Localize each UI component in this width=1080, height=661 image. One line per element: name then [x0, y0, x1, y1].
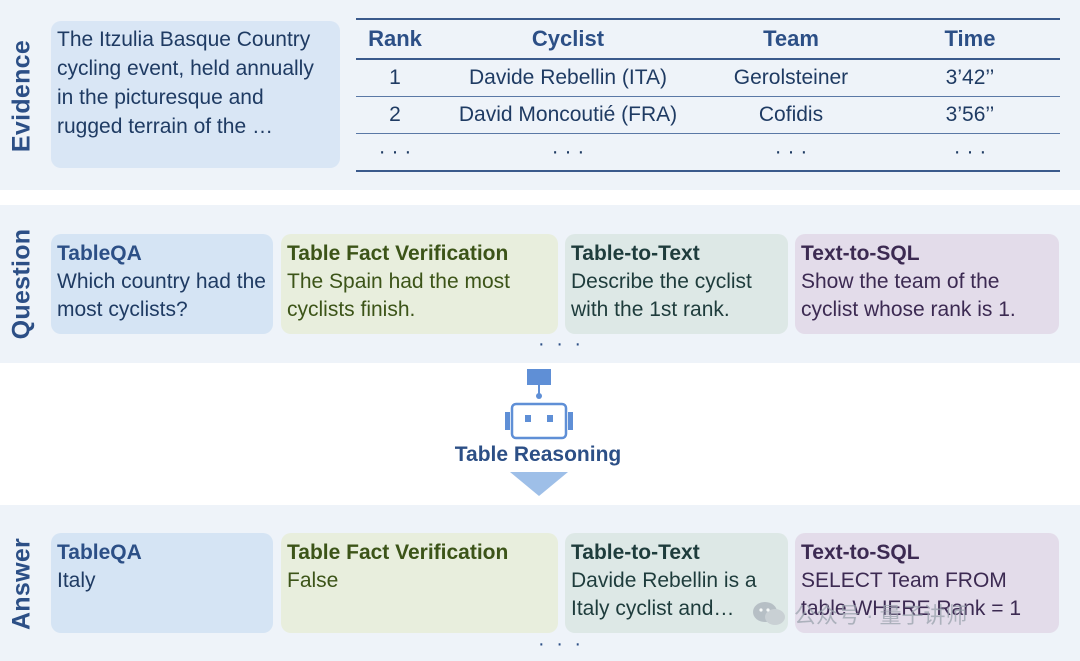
evidence-label: Evidence: [7, 39, 36, 153]
question-title: Text-to-SQL: [801, 242, 920, 265]
watermark-text: 公众号 · 量子讲师: [794, 603, 968, 628]
answer-card-text-to-sql: Text-to-SQL SELECT Team FROM table WHERE…: [795, 533, 1059, 633]
reasoning-flow: [500, 368, 580, 498]
answer-card-tableqa: TableQA Italy: [51, 533, 273, 633]
question-text: Describe the cyclist with the 1st rank.: [571, 270, 752, 321]
table-cell: · · ·: [774, 140, 808, 163]
answer-text: Italy: [57, 569, 96, 592]
evidence-passage: The Itzulia Basque Country cycling event…: [51, 21, 340, 168]
question-card-fact-verification: Table Fact Verification The Spain had th…: [281, 234, 558, 334]
table-row: 2 David Moncoutié (FRA) Cofidis 3’56’’: [356, 97, 1060, 134]
question-card-text-to-sql: Text-to-SQL Show the team of the cyclist…: [795, 234, 1059, 334]
answer-title: Text-to-SQL: [801, 541, 920, 564]
question-text: Show the team of the cyclist whose rank …: [801, 270, 1016, 321]
table-cell: David Moncoutié (FRA): [458, 103, 678, 126]
question-card-tableqa: TableQA Which country had the most cycli…: [51, 234, 273, 334]
header-rank: Rank: [368, 26, 422, 51]
header-cyclist: Cyclist: [531, 26, 605, 51]
answer-ellipsis: · · ·: [538, 633, 585, 655]
table-row: · · · · · · · · · · · ·: [356, 134, 1060, 172]
question-title: TableQA: [57, 242, 142, 265]
question-card-table-to-text: Table-to-Text Describe the cyclist with …: [565, 234, 788, 334]
answer-card-table-to-text: Table-to-Text Davide Rebellin is a Italy…: [565, 533, 788, 633]
table-cell: 3’42’’: [945, 66, 995, 89]
wechat-icon: [753, 602, 785, 625]
table-cell: Davide Rebellin (ITA): [468, 66, 667, 89]
watermark: 公众号 · 量子讲师: [752, 598, 968, 630]
answer-title: Table Fact Verification: [287, 541, 509, 564]
question-title: Table Fact Verification: [287, 242, 509, 265]
answer-card-fact-verification: Table Fact Verification False: [281, 533, 558, 633]
answer-text: False: [287, 569, 339, 592]
answer-text: SELECT Team FROM table WHERE Rank = 1: [801, 569, 1022, 620]
answer-title: TableQA: [57, 541, 142, 564]
robot-icon: [505, 369, 573, 496]
table-header-row: Rank Cyclist Team Time: [356, 18, 1060, 60]
question-text: The Spain had the most cyclists finish.: [287, 270, 510, 321]
question-text: Which country had the most cyclists?: [57, 270, 266, 321]
table-cell: · · ·: [953, 140, 987, 163]
down-arrow-icon: [510, 472, 568, 496]
header-time: Time: [944, 26, 996, 51]
table-reasoning-label: Table Reasoning: [454, 443, 622, 466]
table-row: 1 Davide Rebellin (ITA) Gerolsteiner 3’4…: [356, 60, 1060, 97]
answer-label: Answer: [7, 537, 36, 631]
answer-text: Davide Rebellin is a Italy cyclist and…: [571, 569, 757, 620]
header-team: Team: [763, 26, 819, 51]
question-ellipsis: · · ·: [538, 333, 585, 355]
question-title: Table-to-Text: [571, 242, 700, 265]
table-cell: · · ·: [378, 140, 412, 163]
table-cell: 1: [389, 66, 401, 89]
table-cell: 3’56’’: [945, 103, 995, 126]
answer-title: Table-to-Text: [571, 541, 700, 564]
question-label: Question: [7, 228, 36, 340]
evidence-table: Rank Cyclist Team Time 1 Davide Rebellin…: [356, 18, 1060, 172]
table-cell: Gerolsteiner: [733, 66, 849, 89]
table-cell: 2: [389, 103, 401, 126]
table-cell: · · ·: [551, 140, 585, 163]
table-cell: Cofidis: [758, 103, 824, 126]
